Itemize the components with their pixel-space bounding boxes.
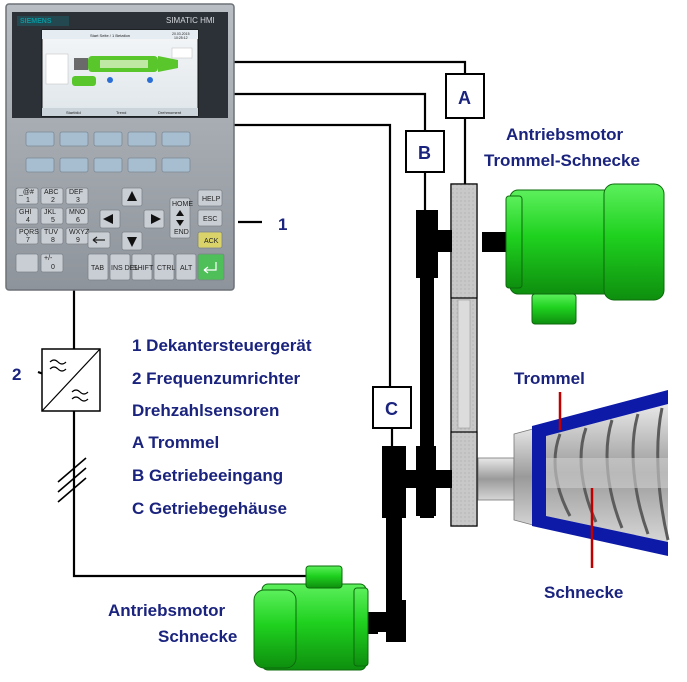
enter-key[interactable]: [197, 253, 225, 281]
svg-text:DEF: DEF: [69, 189, 83, 196]
svg-text:MNO: MNO: [69, 209, 86, 216]
svg-text:JKL: JKL: [44, 209, 56, 216]
svg-text:GHI: GHI: [19, 209, 32, 216]
gearbox-housing: [370, 446, 452, 642]
numpad[interactable]: _@# 1 ABC 2 DEF 3 GHI 4 JKL 5 MNO 6 PQRS…: [15, 187, 90, 273]
function-keys[interactable]: [25, 131, 191, 173]
label-schnecke: Schnecke: [544, 583, 623, 602]
esc-key[interactable]: ESC: [197, 209, 223, 227]
frequency-converter: [41, 348, 101, 412]
three-phase-marks: [57, 457, 87, 503]
cable-c: [232, 123, 392, 395]
softkey-label-2[interactable]: Trend: [116, 110, 126, 115]
svg-text:2: 2: [51, 197, 55, 204]
screen-decanter-graphic: [45, 47, 193, 86]
bottom-keys[interactable]: TAB INS DEL SHIFT CTRL ALT: [87, 253, 197, 281]
svg-text:3: 3: [76, 197, 80, 204]
callout-2: 2: [12, 365, 21, 384]
svg-text:5: 5: [51, 217, 55, 224]
softkey-label-3[interactable]: Drehmoment: [158, 110, 182, 115]
back-arrow-icon: [92, 236, 105, 244]
screen-date: 20.03.2015: [172, 32, 190, 36]
hmi-panel: SIEMENS SIMATIC HMI Start Seite / 1 Beta…: [5, 3, 235, 291]
label-motor-bottom-2: Schnecke: [158, 627, 237, 646]
arrow-down-icon: [127, 237, 137, 247]
callout-1: 1: [278, 215, 287, 234]
label-trommel: Trommel: [514, 369, 585, 388]
motor-bottom: [253, 565, 378, 671]
svg-text:6: 6: [76, 217, 80, 224]
enter-icon: [203, 262, 217, 274]
svg-text:HELP: HELP: [202, 196, 221, 203]
drive-belt: [450, 183, 478, 527]
legend-item-4: A Trommel: [132, 433, 219, 452]
svg-text:END: END: [174, 229, 189, 236]
svg-text:INS DEL: INS DEL: [111, 265, 138, 272]
svg-text:WXYZ: WXYZ: [69, 229, 90, 236]
svg-text:4: 4: [26, 217, 30, 224]
arrow-up-icon: [127, 191, 137, 201]
label-motor-top-1: Antriebsmotor: [506, 125, 624, 144]
cursor-keys[interactable]: [99, 187, 165, 251]
svg-text:TAB: TAB: [91, 265, 104, 272]
screen-title: Start Seite / 1 Betatlon: [90, 33, 130, 38]
svg-text:8: 8: [51, 237, 55, 244]
svg-text:ESC: ESC: [203, 216, 217, 223]
power-cable-lower: [72, 410, 312, 578]
svg-text:+/-: +/-: [44, 255, 53, 262]
svg-text:_@#: _@#: [18, 189, 34, 196]
svg-text:SHIFT: SHIFT: [133, 265, 154, 272]
svg-text:B: B: [418, 143, 431, 163]
hmi-model: SIMATIC HMI: [166, 16, 215, 25]
cable-a: [232, 60, 467, 118]
ack-key[interactable]: ACK: [197, 231, 223, 249]
legend-item-3: Drehzahlsensoren: [132, 401, 279, 420]
svg-text:PQRS: PQRS: [19, 229, 39, 236]
motor-top: [482, 183, 665, 325]
svg-text:9: 9: [76, 237, 80, 244]
ac-wave-icon: [49, 359, 67, 372]
svg-text:ALT: ALT: [180, 265, 193, 272]
legend-item-6: C Getriebegehäuse: [132, 499, 287, 518]
svg-text:TUV: TUV: [44, 229, 58, 236]
gearbox-input-shaft: [416, 210, 452, 518]
label-motor-top-2: Trommel-Schnecke: [484, 151, 640, 170]
cable-b: [232, 92, 427, 140]
hmi-brand: SIEMENS: [20, 18, 52, 25]
decanter-bowl: [477, 390, 670, 556]
label-motor-bottom-1: Antriebsmotor: [108, 601, 226, 620]
svg-text:A: A: [458, 88, 471, 108]
legend: 1 Dekantersteuergerät 2 Frequenzumrichte…: [132, 336, 312, 518]
help-key[interactable]: HELP: [197, 189, 223, 207]
hmi-screen: Start Seite / 1 Betatlon 20.03.2015 10:2…: [41, 29, 199, 117]
sensor-box-c: C: [372, 386, 412, 429]
svg-text:0: 0: [51, 264, 55, 271]
svg-text:HOME: HOME: [172, 201, 193, 208]
legend-item-2: 2 Frequenzumrichter: [132, 369, 301, 388]
screen-time: 10:25:12: [174, 36, 188, 40]
svg-text:CTRL: CTRL: [157, 265, 175, 272]
svg-text:ABC: ABC: [44, 189, 58, 196]
svg-text:ACK: ACK: [204, 238, 219, 245]
svg-text:1: 1: [26, 197, 30, 204]
arrow-right-icon: [151, 214, 161, 224]
sensor-box-a: A: [445, 73, 485, 119]
svg-text:C: C: [385, 399, 398, 419]
softkey-label-1[interactable]: Startbild: [66, 110, 81, 115]
legend-item-1: 1 Dekantersteuergerät: [132, 336, 312, 355]
legend-item-5: B Getriebeeingang: [132, 466, 283, 485]
sensor-box-b: B: [405, 130, 445, 173]
ac-wave-out-icon: [71, 389, 89, 402]
svg-text:7: 7: [26, 237, 30, 244]
arrow-left-icon: [103, 214, 113, 224]
backspace-key[interactable]: [87, 231, 111, 249]
home-end-key[interactable]: HOME END: [169, 197, 193, 239]
